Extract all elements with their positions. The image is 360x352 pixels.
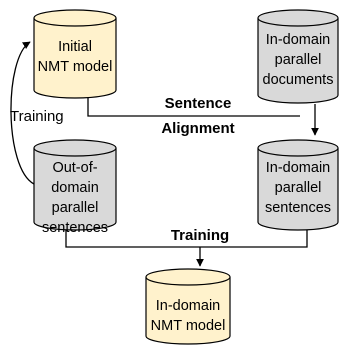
in-domain-model-label: In-domain NMT model: [146, 296, 230, 336]
in-domain-sentences-line3: sentences: [264, 200, 332, 216]
out-of-domain-sentences-label: Out-of-domain parallel sentences: [30, 158, 120, 238]
in-domain-model-line2: NMT model: [150, 318, 226, 334]
in-domain-model-cylinder: [145, 268, 231, 345]
in-domain-documents-cylinder: [257, 9, 339, 104]
in-domain-model-line1: In-domain: [155, 298, 221, 314]
out-of-domain-sentences-line2: parallel: [51, 200, 99, 216]
in-domain-sentences-label: In-domain parallel sentences: [258, 158, 338, 218]
out-of-domain-sentences-line1: Out-of-domain: [51, 160, 99, 196]
initial-model-line2: NMT model: [37, 59, 113, 75]
sentence-alignment-label-line2: Alignment: [161, 120, 235, 137]
sentence-alignment-label-line1: Sentence: [164, 95, 232, 112]
in-domain-sentences-line2: parallel: [274, 180, 322, 196]
in-domain-documents-line3: documents: [262, 72, 334, 88]
in-domain-documents-line2: parallel: [274, 52, 322, 68]
out-of-domain-sentences-cylinder: [33, 139, 117, 231]
final-training-connector: [65, 230, 308, 248]
in-domain-sentences-line1: In-domain: [265, 160, 331, 176]
feedback-training-label: Training: [10, 108, 64, 125]
in-domain-documents-label: In-domain parallel documents: [258, 30, 338, 90]
feedback-training-arrow: [10, 41, 35, 185]
final-training-label: Training: [170, 227, 230, 244]
initial-model-label: Initial NMT model: [34, 37, 116, 77]
in-domain-documents-line1: In-domain: [265, 32, 331, 48]
initial-model-cylinder: [33, 9, 117, 99]
initial-model-line1: Initial: [58, 39, 92, 55]
alignment-connector-left: [87, 98, 300, 117]
out-of-domain-sentences-line3: sentences: [41, 220, 109, 236]
in-domain-sentences-cylinder: [257, 139, 339, 231]
